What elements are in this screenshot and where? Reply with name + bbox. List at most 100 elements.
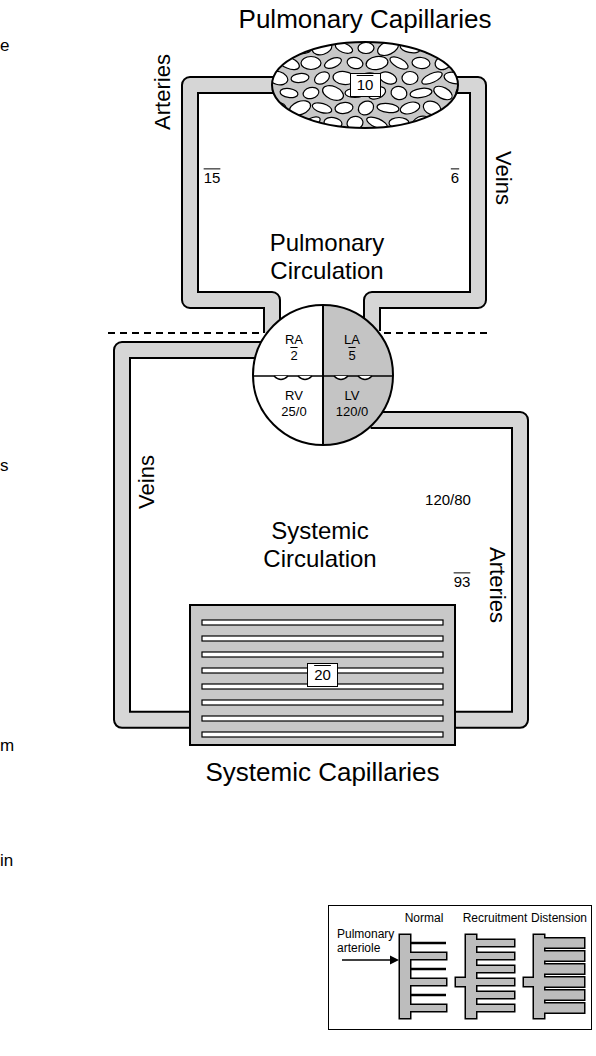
vessel-lumen — [410, 953, 446, 959]
capillary-frame — [190, 605, 455, 745]
alveolus — [279, 87, 298, 99]
vessel-lumen — [476, 1005, 514, 1011]
panel-heading: Distension — [531, 911, 587, 925]
heart-chamber: RA2 — [268, 328, 320, 368]
pressure-value: 10 — [357, 76, 374, 94]
alveolus — [365, 55, 389, 71]
panel-heading: Recruitment — [463, 911, 528, 925]
vessel-lumen — [476, 940, 514, 946]
vessel-lumen — [476, 979, 514, 985]
alveolus — [432, 83, 455, 102]
panel-heading: Normal — [405, 911, 444, 925]
closed-capillary — [410, 968, 446, 971]
alveolus — [270, 102, 286, 114]
alveolus — [312, 69, 331, 87]
chamber-name: RA — [285, 332, 303, 348]
vessel-lumen — [476, 966, 514, 972]
chamber-pressure: 120/0 — [336, 404, 369, 420]
bed-title: Pulmonary Capillaries — [239, 4, 492, 35]
alveolus — [277, 116, 300, 130]
alveolus — [390, 85, 409, 101]
chamber-pressure: 2 — [290, 348, 297, 364]
vessel-lumen — [190, 85, 276, 333]
capillary-gap — [202, 652, 443, 657]
vessel-lumen — [476, 953, 514, 959]
pressure-value: 6 — [451, 169, 459, 186]
heart-chamber: LV120/0 — [326, 384, 378, 424]
vessel-outline — [475, 965, 516, 974]
vessel-outline — [475, 991, 516, 1000]
cut-off-text: in — [0, 851, 13, 871]
capillary-bed: Systemic Capillaries20 — [190, 605, 455, 745]
pressure-value: 15 — [204, 169, 221, 186]
vessel-label: Arteries — [150, 54, 175, 130]
vessel-lumen — [400, 935, 410, 1018]
vessel-outline — [399, 934, 412, 1020]
vessel-outline — [409, 1004, 448, 1013]
chamber-name: LV — [345, 388, 360, 404]
vessel-lumen — [524, 978, 534, 986]
chamber-pressure: 25/0 — [281, 404, 306, 420]
vessel-outline — [475, 1004, 516, 1013]
vessel-outline — [409, 978, 448, 987]
chamber-pressure: 5 — [348, 348, 355, 364]
chamber-name: RV — [285, 388, 303, 404]
alveolus — [356, 98, 376, 117]
closed-capillary — [410, 942, 446, 945]
heart-valve — [274, 376, 372, 380]
alveolus — [288, 41, 311, 55]
alveolus — [412, 57, 431, 70]
alveolus — [291, 72, 310, 83]
circuit-label: Pulmonary Circulation — [257, 229, 397, 284]
alveolus — [444, 40, 460, 57]
alveolus — [399, 100, 421, 116]
alveolus — [453, 116, 460, 130]
cut-off-text: s — [0, 456, 9, 476]
alveolus — [302, 86, 320, 101]
vessel-outline — [543, 989, 586, 1001]
cut-off-text: m — [0, 736, 14, 756]
septum — [322, 305, 324, 445]
heart-left-side — [323, 305, 393, 445]
vessel-lumen — [456, 978, 466, 986]
alveolus — [270, 40, 287, 56]
vessel-label: Arteries — [484, 547, 509, 623]
divider-line — [108, 332, 262, 334]
vessel-wall — [190, 85, 276, 333]
alveolus — [402, 71, 418, 85]
capillary-gap — [202, 620, 443, 625]
capillary-fill — [272, 42, 458, 128]
vessel-label: Veins — [134, 455, 159, 509]
vessel-outline — [475, 978, 516, 987]
vessel-outline — [465, 934, 478, 1020]
inset-panel: NormalRecruitmentDistensionPulmonary art… — [328, 905, 592, 1030]
divider-line — [384, 332, 492, 334]
vessel-lumen — [544, 952, 584, 961]
vessel-outline — [543, 963, 586, 975]
vessel-outline — [543, 937, 586, 949]
vessel-lumen — [544, 965, 584, 974]
pressure-box: 20 — [307, 663, 338, 687]
vessel-outline — [533, 934, 546, 1020]
alveolus — [434, 117, 452, 130]
alveolus — [388, 54, 410, 71]
capillary-gap — [202, 716, 443, 721]
vessel-lumen — [466, 935, 476, 1018]
vessel-outline — [543, 1002, 586, 1014]
vessel-lumen — [544, 939, 584, 948]
vessel-lumen — [534, 935, 544, 1018]
alveolus — [409, 87, 432, 99]
heart-chamber: RV25/0 — [268, 384, 320, 424]
alveolus — [311, 101, 333, 115]
alveolus — [358, 42, 374, 54]
capillary-bed: Pulmonary Capillaries10 — [270, 40, 460, 130]
cut-off-text: e — [0, 36, 9, 56]
chamber-name: LA — [344, 332, 360, 348]
alveolus — [378, 70, 399, 87]
vessel-outline — [475, 952, 516, 961]
capillary-gap — [202, 636, 443, 641]
capillary-gap — [202, 700, 443, 705]
vessel-outline — [543, 950, 586, 962]
heart-chamber: LA5 — [326, 328, 378, 368]
